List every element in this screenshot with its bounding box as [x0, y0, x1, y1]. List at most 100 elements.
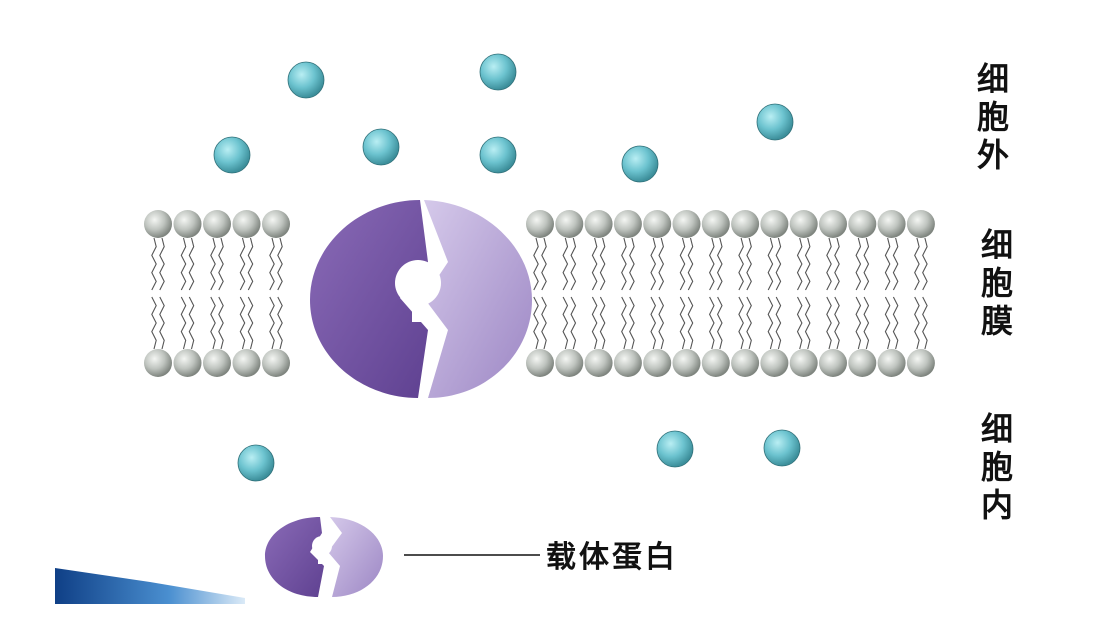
lipid-head: [555, 210, 584, 238]
lipid-tail: [914, 296, 920, 350]
solute-molecule-icon: [479, 53, 517, 91]
lipid-head: [144, 210, 172, 238]
lipid-tail: [826, 237, 832, 291]
lipid-tail: [892, 237, 899, 291]
lipid-tail: [269, 296, 275, 350]
lipid-head: [173, 210, 202, 238]
lipid-tail: [687, 237, 694, 291]
lipid-tail: [247, 296, 254, 350]
lipid-tail: [804, 296, 811, 350]
lipid-bilayer: [144, 210, 935, 377]
lipid-tail: [767, 296, 774, 350]
solute-molecule-icon: [656, 430, 694, 468]
lipid-tail: [562, 296, 569, 350]
lipid-tail: [541, 237, 547, 291]
lipid-head: [906, 349, 935, 377]
lipid-head: [584, 349, 613, 377]
lipid-tail: [775, 237, 782, 291]
lipid-tail: [562, 237, 569, 291]
lipid-tail: [679, 237, 686, 291]
solute-molecule-icon: [287, 61, 325, 99]
lipid-head: [613, 210, 642, 238]
lipid-tail: [716, 296, 723, 350]
lipid-tail: [277, 296, 283, 350]
lipid-tail: [621, 237, 627, 291]
lipid-head: [262, 210, 290, 238]
lipid-tail: [180, 296, 187, 350]
lipid-tail: [533, 237, 539, 291]
lipid-head: [731, 210, 760, 238]
solute-molecule-icon: [213, 136, 251, 174]
lipid-tail: [922, 296, 928, 350]
lipid-head: [789, 349, 818, 377]
lipid-tail: [629, 237, 635, 291]
lipid-head: [203, 349, 231, 377]
solute-molecule-icon: [237, 444, 275, 482]
lipid-tail: [591, 237, 598, 291]
lipid-tail: [159, 237, 165, 291]
lipid-tail: [708, 296, 715, 350]
lipid-tail: [277, 237, 283, 291]
lipid-head: [877, 210, 906, 238]
lipid-tail: [892, 296, 899, 350]
lipid-tail: [629, 296, 635, 350]
solute-molecule-icon: [479, 136, 517, 174]
lipid-head: [643, 349, 672, 377]
lipid-head: [613, 349, 642, 377]
lipid-tail: [738, 237, 744, 291]
lipid-head: [819, 349, 847, 377]
lipid-tail: [767, 237, 774, 291]
lipid-tail: [775, 296, 782, 350]
lipid-head: [701, 210, 730, 238]
lipid-tail: [159, 296, 165, 350]
lipid-tail: [855, 237, 862, 291]
lipid-tail: [716, 237, 723, 291]
lipid-tail: [863, 237, 870, 291]
lipid-head: [848, 349, 877, 377]
lipid-tail: [658, 237, 665, 291]
lipid-tail: [826, 296, 832, 350]
lipid-tail: [239, 237, 246, 291]
lipid-tail: [658, 296, 665, 350]
lipid-head: [526, 210, 554, 238]
lipid-tail: [210, 296, 216, 350]
solute-molecule-icon: [362, 128, 400, 166]
lipid-head: [760, 210, 789, 238]
solute-molecule-icon: [763, 429, 801, 467]
lipid-tail: [855, 296, 862, 350]
lipid-tail: [687, 296, 694, 350]
lipid-tail: [570, 237, 577, 291]
lipid-tail: [210, 237, 216, 291]
lipid-head: [555, 349, 584, 377]
lipid-head: [672, 349, 701, 377]
lipid-tail: [218, 237, 224, 291]
lipid-tail: [746, 237, 752, 291]
lipid-head: [173, 349, 202, 377]
lipid-tail: [914, 237, 920, 291]
lipid-head: [232, 349, 261, 377]
lipid-tail: [796, 296, 803, 350]
lipid-tail: [650, 237, 657, 291]
legend-carrier-protein-icon: [265, 517, 383, 597]
lipid-tail: [570, 296, 577, 350]
lipid-head: [526, 349, 554, 377]
lipid-tail: [922, 237, 928, 291]
carrier-protein-icon: [310, 200, 532, 398]
lipid-head: [906, 210, 935, 238]
lipid-tail: [541, 296, 547, 350]
lipid-tail: [269, 237, 275, 291]
lipid-tail: [180, 237, 187, 291]
lipid-tail: [599, 237, 606, 291]
lipid-head: [643, 210, 672, 238]
lipid-tail: [884, 237, 891, 291]
lipid-tail: [746, 296, 752, 350]
lipid-head: [672, 210, 701, 238]
corner-accent: [55, 568, 245, 604]
lipid-head: [584, 210, 613, 238]
lipid-tail: [151, 237, 157, 291]
lipid-tail: [679, 296, 686, 350]
lipid-head: [760, 349, 789, 377]
lipid-head: [232, 210, 261, 238]
solute-molecules: [213, 53, 801, 482]
